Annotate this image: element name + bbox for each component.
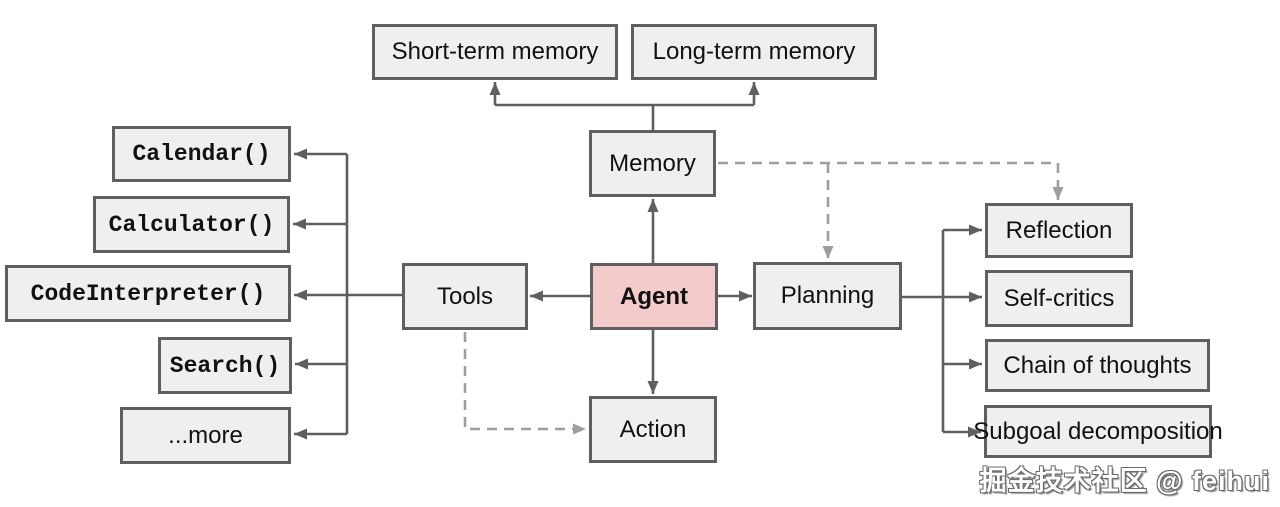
- node-short-term-memory: Short-term memory: [372, 24, 618, 80]
- watermark: 掘金技术社区 @ feihui: [979, 466, 1270, 496]
- node-calendar: Calendar(): [112, 126, 291, 182]
- node-calendar-label: Calendar(): [132, 141, 271, 167]
- node-code-interpreter: CodeInterpreter(): [5, 265, 291, 322]
- node-agent-label: Agent: [620, 282, 688, 310]
- node-calculator: Calculator(): [93, 196, 290, 253]
- node-memory: Memory: [589, 130, 716, 197]
- node-chain-of-thoughts-label: Chain of thoughts: [1003, 351, 1192, 379]
- node-calculator-label: Calculator(): [108, 211, 275, 238]
- node-tools: Tools: [402, 263, 528, 330]
- node-long-term-memory: Long-term memory: [631, 24, 877, 80]
- edge-memory-to-reflection-dashed: [718, 161, 1064, 200]
- node-search: Search(): [158, 337, 292, 394]
- node-more-label: ...more: [168, 421, 243, 449]
- node-code-interpreter-label: CodeInterpreter(): [30, 280, 266, 307]
- node-chain-of-thoughts: Chain of thoughts: [985, 339, 1210, 392]
- node-self-critics-label: Self-critics: [1003, 284, 1115, 312]
- node-agent: Agent: [590, 263, 718, 330]
- node-memory-label: Memory: [609, 149, 696, 177]
- node-subgoal-decomposition-label: Subgoal decomposition: [973, 417, 1223, 445]
- node-self-critics: Self-critics: [985, 270, 1133, 327]
- node-subgoal-decomposition: Subgoal decomposition: [973, 405, 1223, 458]
- node-planning-label: Planning: [780, 282, 875, 309]
- node-action: Action: [589, 396, 717, 463]
- node-more: ...more: [120, 407, 291, 464]
- node-action-label: Action: [619, 415, 687, 443]
- node-search-label: Search(): [169, 352, 281, 379]
- node-planning: Planning: [753, 262, 902, 330]
- node-tools-label: Tools: [436, 282, 494, 310]
- node-reflection: Reflection: [985, 203, 1133, 258]
- node-long-term-memory-label: Long-term memory: [652, 38, 856, 65]
- edge-tools-to-action-dashed: [463, 332, 586, 435]
- node-short-term-memory-label: Short-term memory: [391, 38, 599, 65]
- node-reflection-label: Reflection: [1005, 216, 1113, 244]
